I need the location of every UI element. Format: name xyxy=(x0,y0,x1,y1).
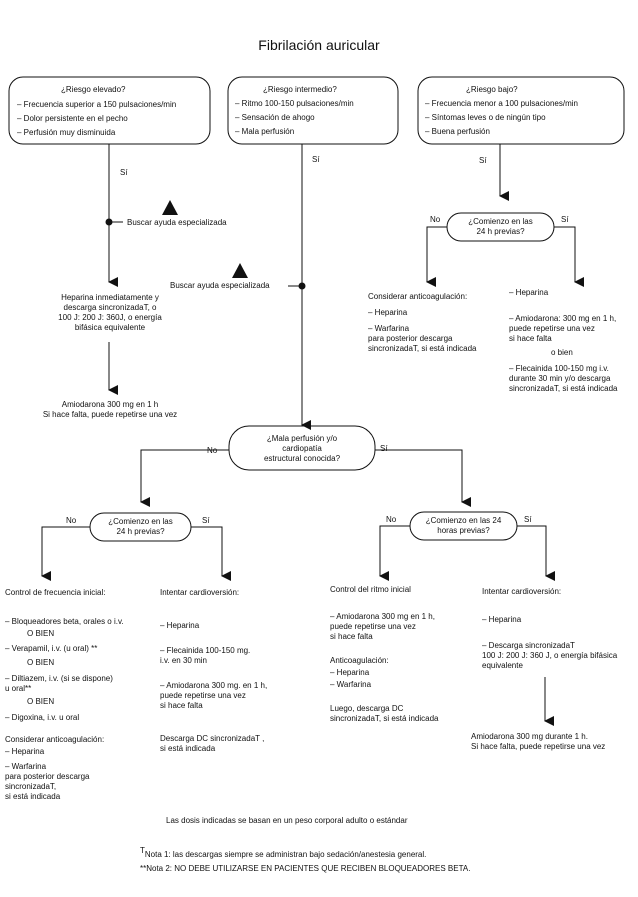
mid-item: – Ritmo 100-150 pulsaciones/min xyxy=(235,99,354,108)
high-header: ¿Riesgo elevado? xyxy=(61,85,126,94)
perfusion-no-label: No xyxy=(207,446,218,455)
right-treatment-2: Amiodarona 300 mg durante 1 h.Si hace fa… xyxy=(471,732,606,751)
mid-item: – Mala perfusión xyxy=(235,127,295,136)
rate-control-text: Control de frecuencia inicial: – Bloquea… xyxy=(5,588,124,801)
perfusion-yes-label: Sí xyxy=(380,444,388,453)
note-1: TNota 1: las descargas siempre se admini… xyxy=(140,846,427,859)
low-yes-decision-label: Sí xyxy=(561,215,569,224)
note-2: **Nota 2: NO DEBE UTILIZARSE EN PACIENTE… xyxy=(140,864,471,873)
low-item: – Buena perfusión xyxy=(425,127,490,136)
left-no-label: No xyxy=(66,516,77,525)
warning-icon xyxy=(162,200,178,215)
low-yes-label: Sí xyxy=(479,156,487,165)
low-left-text: Considerar anticoagulación: – Heparina –… xyxy=(368,292,477,353)
right-cardioversion-text: Intentar cardioversión: – Heparina – Des… xyxy=(482,587,618,670)
high-help-label: Buscar ayuda especializada xyxy=(127,218,227,227)
right-no-label: No xyxy=(386,515,397,524)
high-yes-label: Sí xyxy=(120,168,128,177)
mid-risk-box xyxy=(227,76,399,145)
left-cardioversion-text: Intentar cardioversión: – Heparina – Fle… xyxy=(160,588,268,753)
rhythm-control-text: Control del ritmo inicial – Amiodarona 3… xyxy=(330,585,439,723)
high-item: – Perfusión muy disminuida xyxy=(17,128,116,137)
high-item: – Frecuencia superior a 150 pulsaciones/… xyxy=(17,100,177,109)
mid-item: – Sensación de ahogo xyxy=(235,113,315,122)
low-right-text: – Heparina – Amiodarona: 300 mg en 1 h, … xyxy=(509,288,618,393)
low-item: – Síntomas leves o de ningún tipo xyxy=(425,113,546,122)
warning-icon xyxy=(232,263,248,278)
perfusion-decision-box xyxy=(228,425,376,471)
high-item: – Dolor persistente en el pecho xyxy=(17,114,128,123)
left-yes-label: Sí xyxy=(202,516,210,525)
mid-yes-label: Sí xyxy=(312,155,320,164)
low-item: – Frecuencia menor a 100 pulsaciones/min xyxy=(425,99,578,108)
right-yes-label: Sí xyxy=(524,515,532,524)
low-risk-box xyxy=(417,76,625,145)
low-header: ¿Riesgo bajo? xyxy=(466,85,518,94)
mid-header: ¿Riesgo intermedio? xyxy=(263,85,337,94)
low-no-label: No xyxy=(430,215,441,224)
mid-help-label: Buscar ayuda especializada xyxy=(170,281,270,290)
page-title: Fibrilación auricular xyxy=(258,37,380,53)
doses-note: Las dosis indicadas se basan en un peso … xyxy=(166,816,408,825)
